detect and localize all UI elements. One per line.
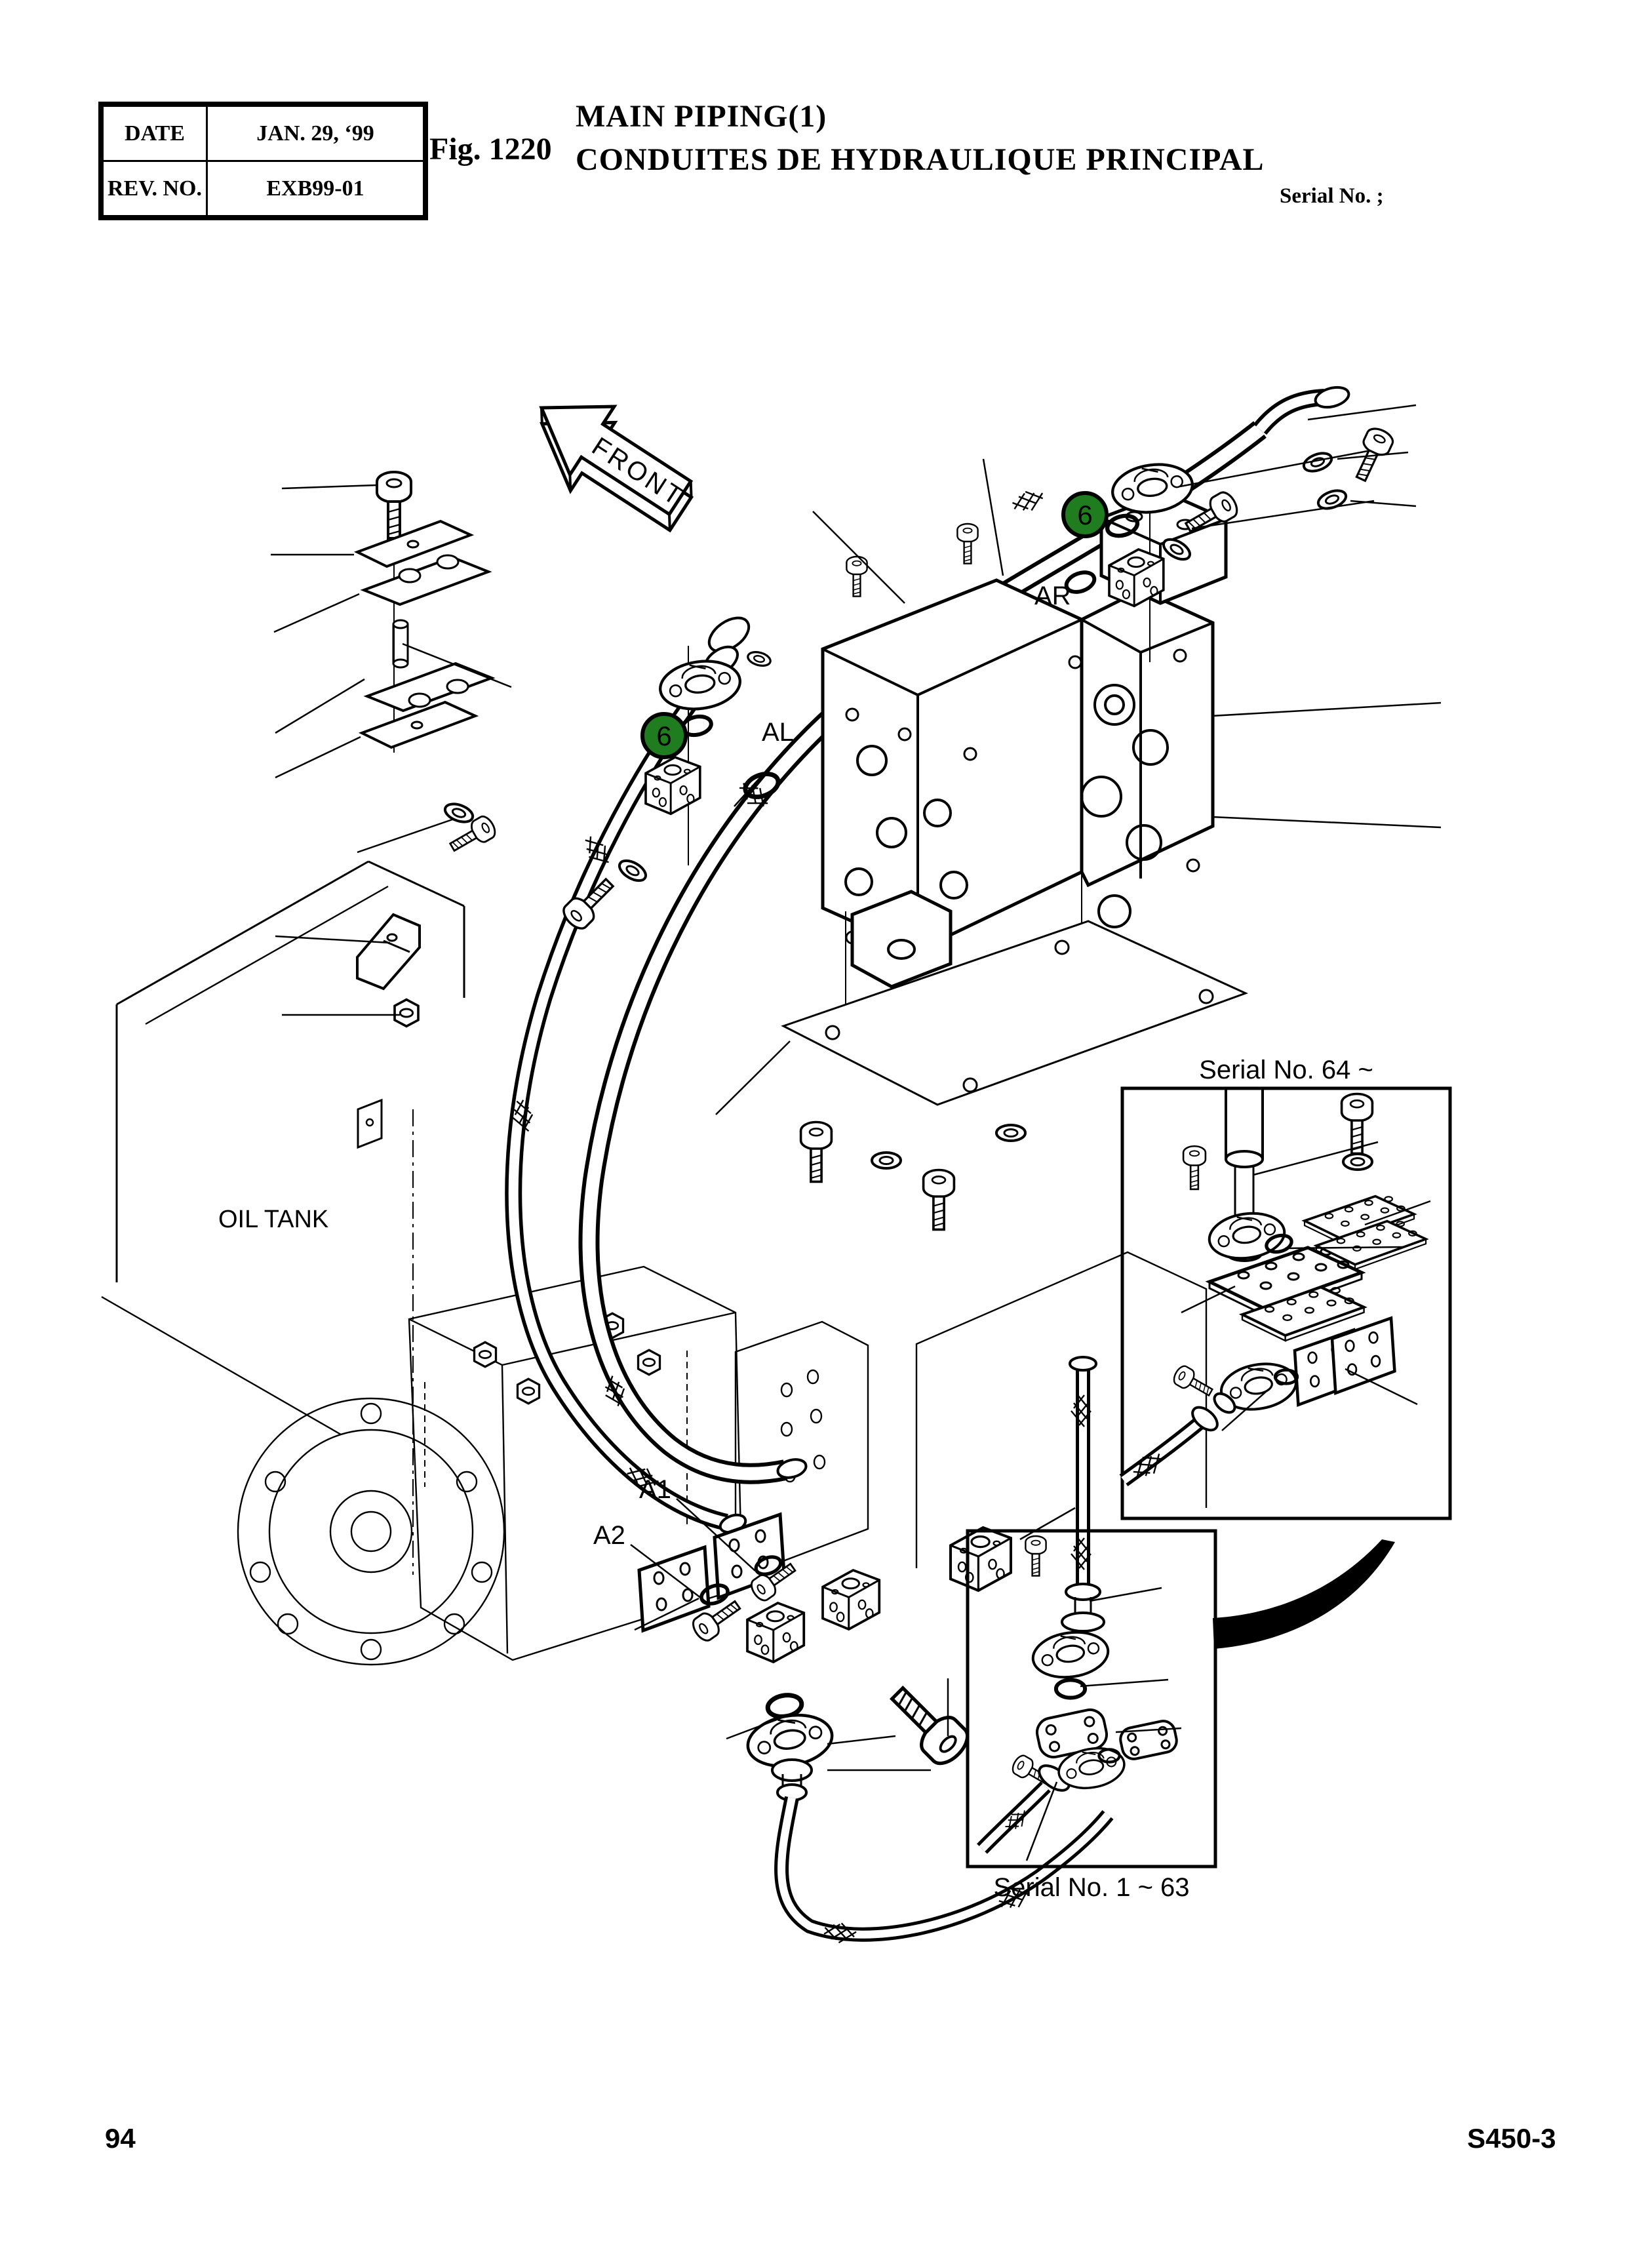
callout-marker-ar: 6	[1061, 491, 1109, 538]
oil-tank-label: OIL TANK	[218, 1206, 328, 1233]
inset-serial-64	[1119, 1086, 1452, 1520]
leader-lines	[271, 404, 1442, 1861]
figure-number: Fig. 1220	[429, 132, 552, 167]
callout-number: 6	[656, 721, 671, 751]
top-right-hardware	[1300, 424, 1397, 513]
inset-serial-1-63-caption: Serial No. 1 ~ 63	[993, 1873, 1189, 1902]
main-hose-left	[505, 616, 751, 1534]
callout-circle	[640, 712, 688, 759]
port-label-al: AL	[762, 718, 794, 747]
page-number: 94	[105, 2123, 136, 2154]
rev-date-value: JAN. 29, ‘99	[206, 103, 427, 162]
title-french: CONDUITES DE HYDRAULIQUE PRINCIPAL	[576, 142, 1265, 177]
port-label-a1: A1	[639, 1475, 671, 1504]
port-label-ar: AR	[1034, 582, 1071, 610]
control-valve-block	[781, 491, 1248, 1231]
revision-table: DATE JAN. 29, ‘99 REV. NO. EXB99-01	[98, 102, 428, 220]
inset-serial-1-63	[966, 1529, 1217, 1868]
rev-no-label: REV. NO.	[100, 160, 208, 219]
document-code: S450-3	[1467, 2123, 1556, 2154]
rev-date-label: DATE	[100, 103, 208, 162]
callout-circle	[1061, 491, 1109, 538]
serial-note: Serial No. ;	[1280, 184, 1384, 208]
al-fitting-cluster	[558, 646, 781, 934]
ar-fitting-cluster	[1064, 460, 1242, 662]
oil-tank-outline	[101, 860, 465, 1575]
mount-panel-outline	[915, 1251, 1208, 1568]
callout-marker-al: 6	[640, 712, 688, 759]
front-arrow-icon: FRONT	[512, 374, 710, 548]
inset-serial-64-caption: Serial No. 64 ~	[1199, 1056, 1373, 1084]
title-english: MAIN PIPING(1)	[576, 99, 827, 134]
rev-no-value: EXB99-01	[206, 160, 427, 219]
callout-number: 6	[1077, 500, 1092, 530]
hose-silhouette-swoosh	[1213, 1539, 1395, 1649]
manifold-cluster	[639, 1356, 1114, 1946]
port-label-a2: A2	[593, 1521, 625, 1550]
clamp-stack	[353, 471, 500, 1028]
